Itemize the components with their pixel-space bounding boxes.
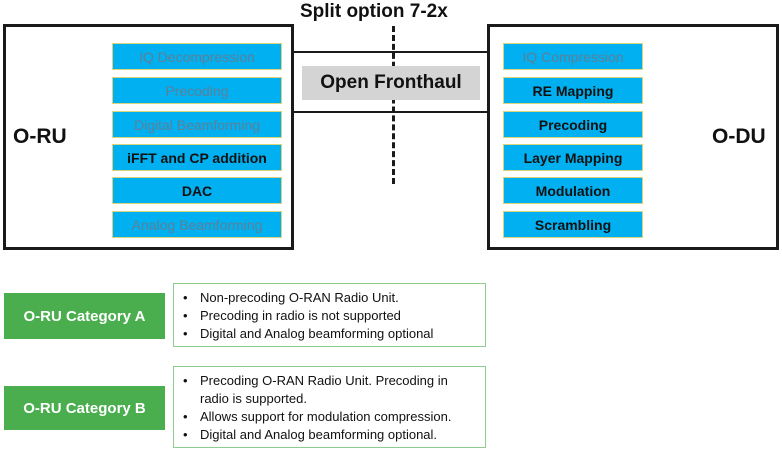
oru-block-dac: DAC xyxy=(112,177,282,204)
oru-block-digital-beamforming: Digital Beamforming xyxy=(112,111,282,138)
odu-block-modulation: Modulation xyxy=(503,177,643,204)
category-a-label: O-RU Category A xyxy=(4,293,165,339)
odu-block-scrambling: Scrambling xyxy=(503,211,643,238)
oru-block-iq-decompression: IQ Decompression xyxy=(112,43,282,70)
category-a-bullet: Precoding in radio is not supported xyxy=(178,307,481,325)
category-b-bullet: Digital and Analog beamforming optional. xyxy=(178,426,481,444)
category-b-description: Precoding O-RAN Radio Unit. Precoding in… xyxy=(173,366,486,448)
category-b-bullet: Allows support for modulation compressio… xyxy=(178,408,481,426)
category-b-label: O-RU Category B xyxy=(4,386,165,430)
category-a-bullet: Non-precoding O-RAN Radio Unit. xyxy=(178,289,481,307)
connector-line-bottom xyxy=(294,111,487,113)
category-b-bullet: Precoding O-RAN Radio Unit. Precoding in… xyxy=(178,372,481,408)
odu-label: O-DU xyxy=(712,125,766,148)
odu-block-precoding: Precoding xyxy=(503,111,643,138)
odu-block-iq-compression: IQ Compression xyxy=(503,43,643,70)
odu-block-re-mapping: RE Mapping xyxy=(503,77,643,104)
oru-label: O-RU xyxy=(13,125,67,148)
category-a-description: Non-precoding O-RAN Radio Unit. Precodin… xyxy=(173,283,486,347)
oru-block-analog-beamforming: Analog Beamforming xyxy=(112,211,282,238)
open-fronthaul-label: Open Fronthaul xyxy=(302,66,480,100)
oru-block-ifft-cp: iFFT and CP addition xyxy=(112,144,282,171)
split-dashed-line xyxy=(392,26,395,184)
connector-line-top xyxy=(294,51,487,53)
oru-block-precoding: Precoding xyxy=(112,77,282,104)
category-a-bullet: Digital and Analog beamforming optional xyxy=(178,325,481,343)
odu-block-layer-mapping: Layer Mapping xyxy=(503,144,643,171)
split-title: Split option 7-2x xyxy=(300,1,448,22)
